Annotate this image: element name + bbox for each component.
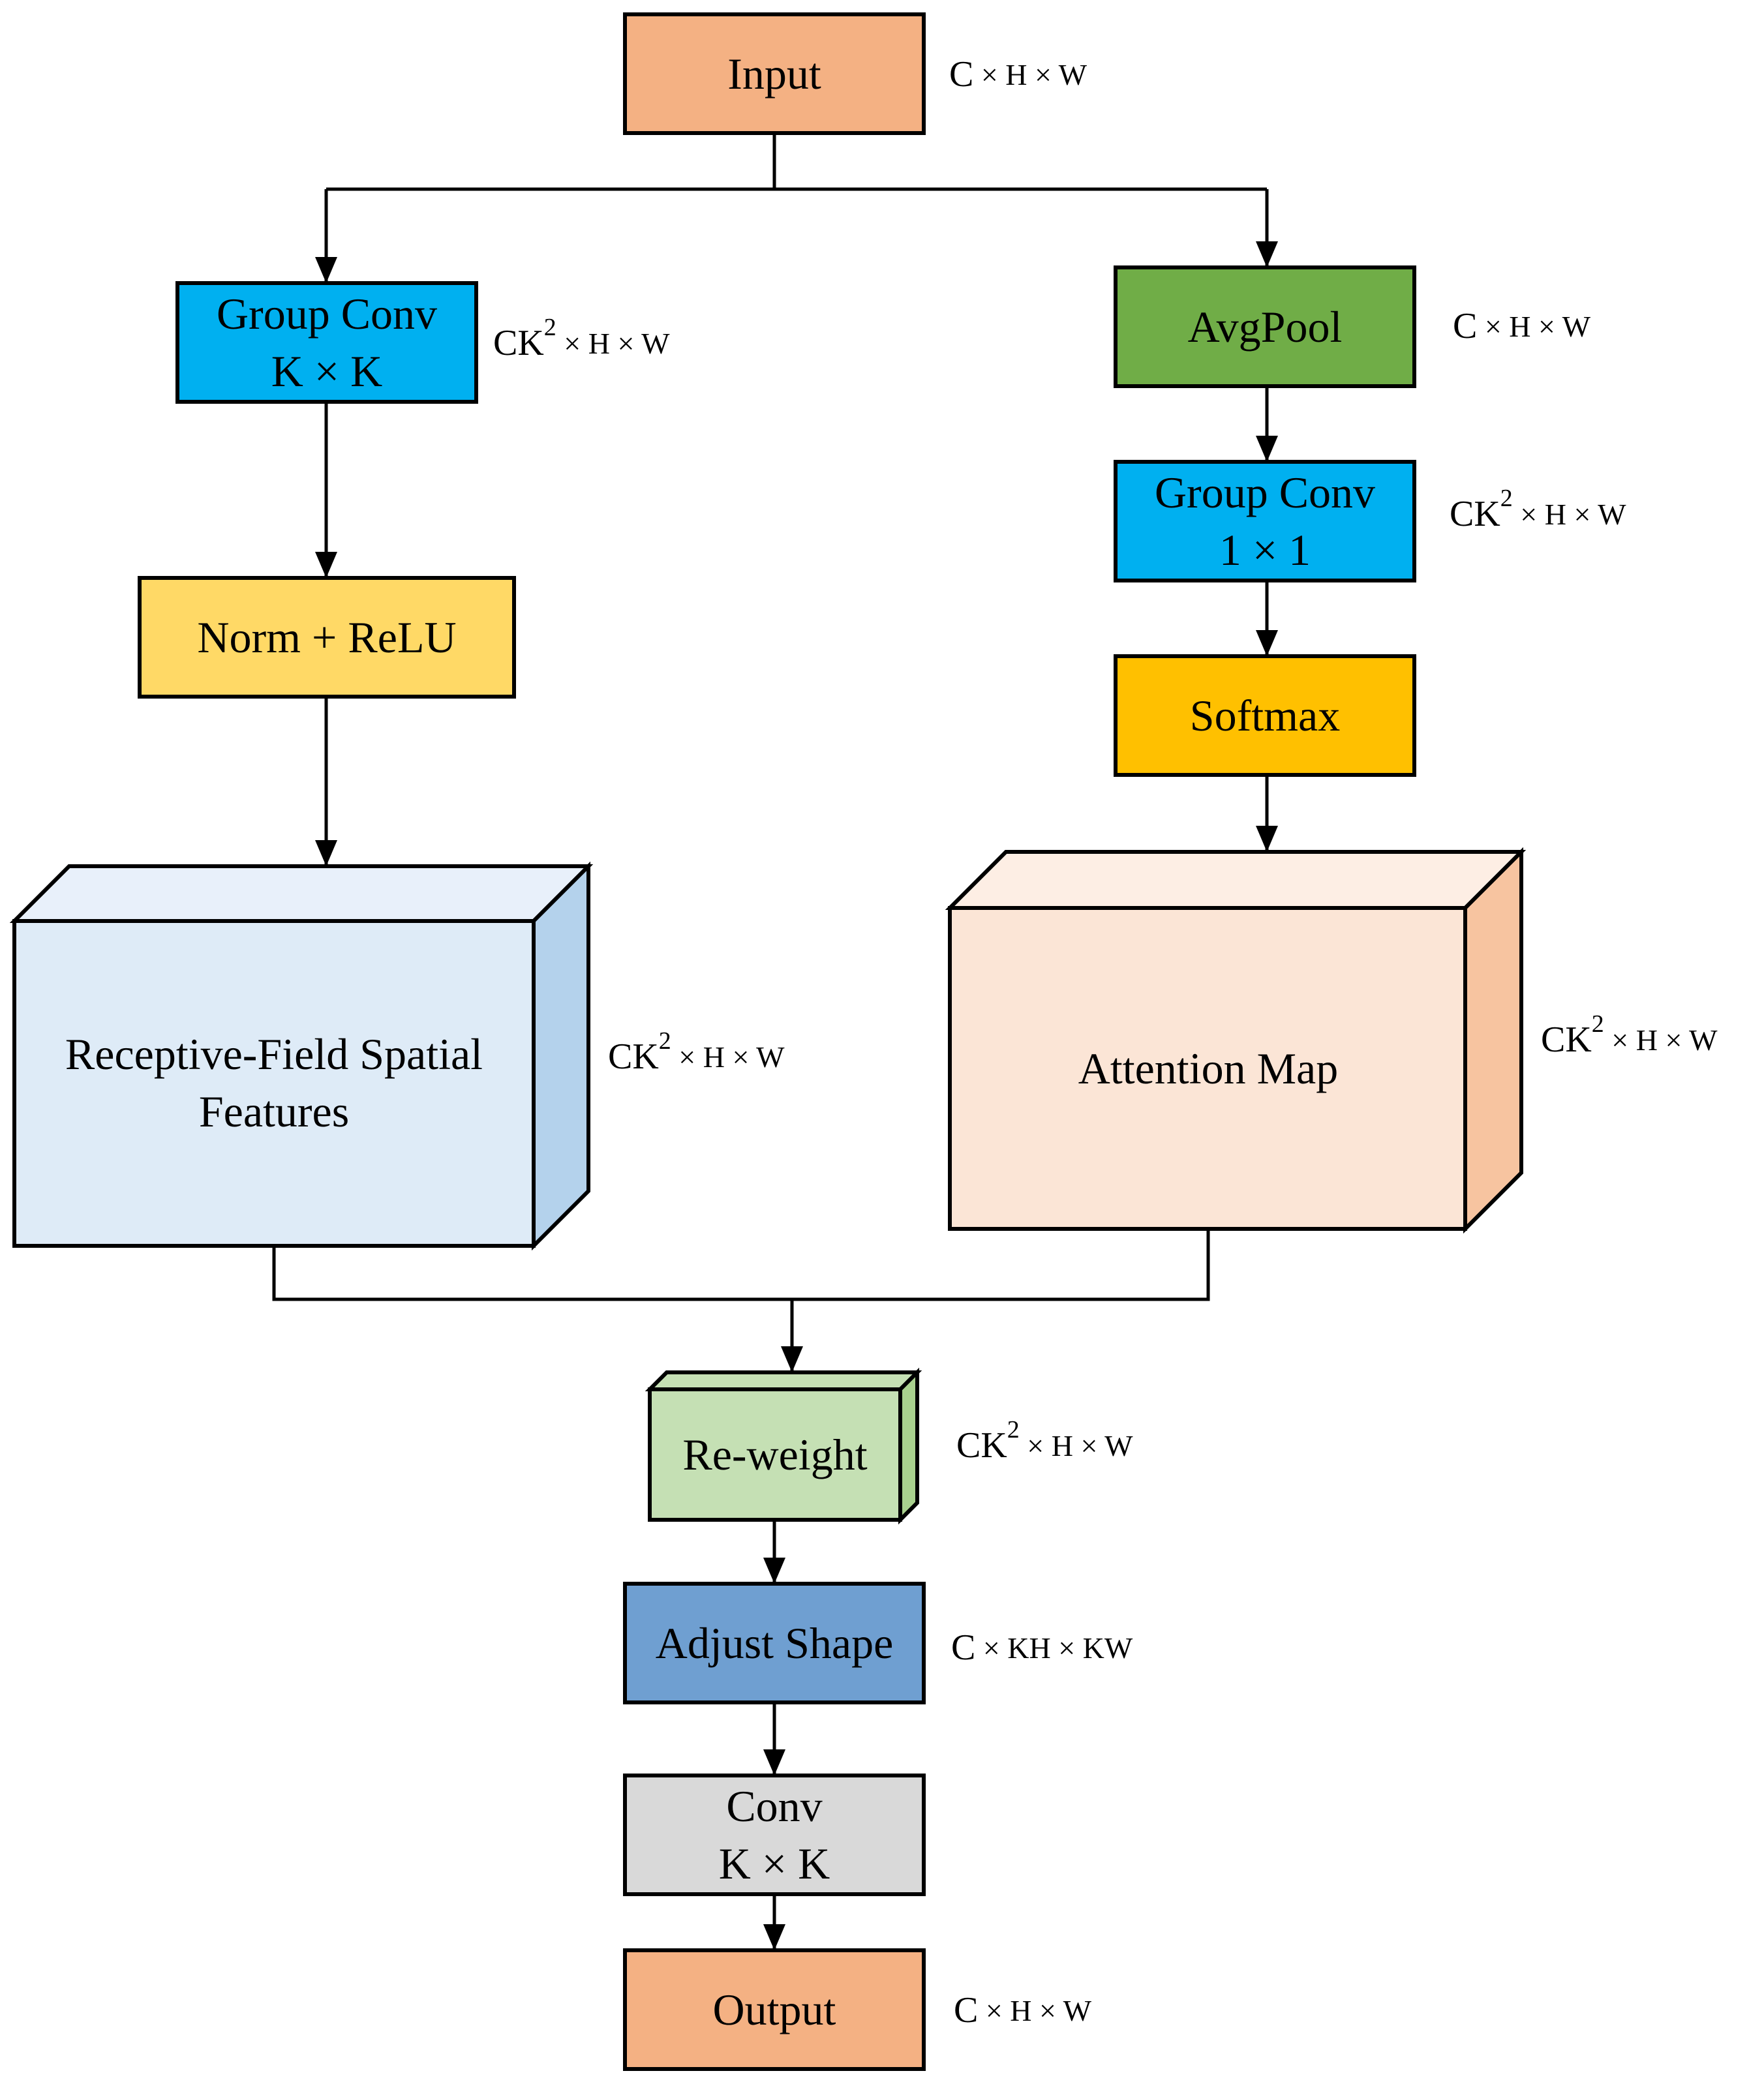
group-conv-1-label: 1 × 1 bbox=[1219, 525, 1311, 575]
edge-merge bbox=[272, 1229, 1210, 1301]
rf-features-side-face bbox=[532, 861, 590, 1251]
group-conv-1-label: Group Conv bbox=[1155, 468, 1375, 517]
edge-to-group-conv-k bbox=[315, 189, 337, 283]
edge-to-output bbox=[763, 1894, 785, 1950]
output-label: Output bbox=[713, 1985, 836, 2034]
arrowhead-icon bbox=[1256, 826, 1278, 852]
edge-to-conv-k bbox=[763, 1702, 785, 1775]
norm-relu-label: Norm + ReLU bbox=[197, 612, 456, 662]
conv-k-node: Conv K × K bbox=[623, 1774, 926, 1896]
attention-map-top-face bbox=[945, 850, 1527, 910]
softmax-label: Softmax bbox=[1190, 691, 1340, 740]
group-conv-k-label: Group Conv bbox=[217, 289, 437, 339]
norm-relu-node: Norm + ReLU bbox=[138, 576, 516, 699]
group-conv-k-node: Group Conv K × K bbox=[175, 281, 478, 404]
attention-map-node: Attention Map bbox=[945, 847, 1527, 1234]
reweight-node: Re-weight bbox=[645, 1367, 922, 1525]
edge-to-reweight bbox=[781, 1299, 803, 1372]
arrowhead-icon bbox=[315, 840, 337, 866]
arrowhead-icon bbox=[315, 552, 337, 578]
edges bbox=[272, 133, 1278, 1950]
arrowhead-icon bbox=[1256, 241, 1278, 267]
arrowhead-icon bbox=[1256, 436, 1278, 462]
adjust-shape-node: Adjust Shape bbox=[623, 1582, 926, 1704]
group-conv-k-dim-label: CK2 × H × W bbox=[493, 314, 670, 363]
attention-map-front-face bbox=[948, 906, 1467, 1231]
reweight-side-face bbox=[898, 1367, 919, 1525]
avgpool-dim-label: C × H × W bbox=[1453, 306, 1591, 346]
arrowhead-icon bbox=[315, 257, 337, 283]
edge-to-avgpool bbox=[1256, 189, 1278, 267]
attention-map-side-face bbox=[1463, 847, 1523, 1234]
output-node: Output bbox=[623, 1948, 926, 2071]
reweight-label: Re-weight bbox=[682, 1430, 867, 1479]
group-conv-k-box bbox=[175, 281, 478, 404]
conv-k-box bbox=[623, 1774, 926, 1896]
rf-features-label: Features bbox=[199, 1087, 349, 1136]
avgpool-label: AvgPool bbox=[1188, 302, 1343, 352]
softmax-node: Softmax bbox=[1114, 654, 1416, 777]
arrowhead-icon bbox=[763, 1749, 785, 1775]
group-conv-1-dim-label: CK2 × H × W bbox=[1450, 485, 1626, 534]
input-dim-label: C × H × W bbox=[949, 54, 1087, 95]
conv-k-label: Conv bbox=[726, 1781, 822, 1831]
group-conv-k-label: K × K bbox=[271, 346, 383, 396]
output-box bbox=[623, 1948, 926, 2071]
input-box bbox=[623, 12, 926, 135]
norm-relu-box bbox=[138, 576, 516, 699]
reweight-front-face bbox=[648, 1387, 902, 1522]
adjust-shape-label: Adjust Shape bbox=[656, 1618, 894, 1668]
softmax-box bbox=[1114, 654, 1416, 777]
input-label: Input bbox=[727, 49, 821, 98]
edge-to-attention-map bbox=[1256, 775, 1278, 852]
arrowhead-icon bbox=[1256, 630, 1278, 656]
dimension-labels: C × H × W CK2 × H × W CK2 × H × W C × H × W… bbox=[493, 54, 1718, 2031]
arrowhead-icon bbox=[763, 1558, 785, 1584]
group-conv-1-node: Group Conv 1 × 1 bbox=[1114, 460, 1416, 582]
reweight-dim-label: CK2 × H × W bbox=[956, 1416, 1133, 1466]
reweight-top-face bbox=[645, 1370, 922, 1391]
edge-to-softmax bbox=[1256, 581, 1278, 656]
output-dim-label: C × H × W bbox=[954, 1990, 1092, 2031]
input-node: Input bbox=[623, 12, 926, 135]
attention-map-label: Attention Map bbox=[1078, 1044, 1339, 1093]
edge-to-rf-features bbox=[315, 697, 337, 866]
avgpool-box bbox=[1114, 265, 1416, 388]
rf-features-label: Receptive-Field Spatial bbox=[65, 1029, 483, 1079]
conv-k-label: K × K bbox=[719, 1839, 830, 1888]
adjust-shape-box bbox=[623, 1582, 926, 1704]
rf-features-dim-label: CK2 × H × W bbox=[608, 1027, 785, 1077]
avgpool-node: AvgPool bbox=[1114, 265, 1416, 388]
attention-map-dim-label: CK2 × H × W bbox=[1541, 1010, 1718, 1060]
edge-to-adjust-shape bbox=[763, 1520, 785, 1584]
group-conv-1-box bbox=[1114, 460, 1416, 582]
edge-to-norm-relu bbox=[315, 402, 337, 578]
arrowhead-icon bbox=[763, 1924, 785, 1950]
rf-features-top-face bbox=[9, 864, 594, 923]
rf-features-front-face bbox=[12, 919, 536, 1248]
adjust-shape-dim-label: C × KH × KW bbox=[951, 1627, 1133, 1668]
edge-to-group-conv-1 bbox=[1256, 386, 1278, 462]
arrowhead-icon bbox=[781, 1346, 803, 1372]
